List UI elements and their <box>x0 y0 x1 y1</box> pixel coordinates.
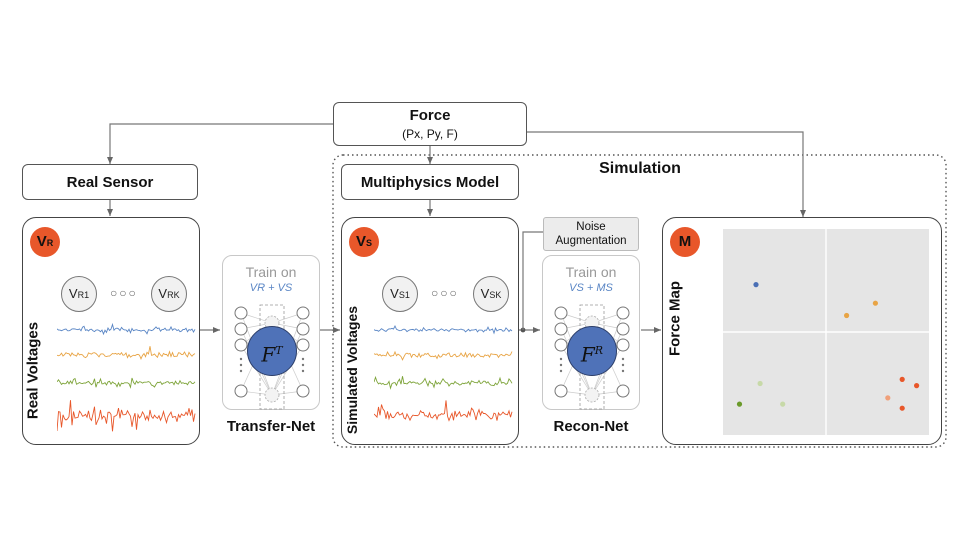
force-map-point <box>872 300 878 306</box>
recon-net-symbol: FR <box>567 326 617 376</box>
force-map-point <box>914 383 920 389</box>
real-trace-blue <box>57 322 196 336</box>
real-trace-green <box>57 377 196 389</box>
noise-augmentation-box: Noise Augmentation <box>543 217 639 251</box>
force-map-badge: M <box>670 227 700 257</box>
multiphysics-box: Multiphysics Model <box>341 164 519 200</box>
force-map-point <box>736 401 743 407</box>
force-box: Force (Px, Py, F) <box>333 102 527 146</box>
force-map-point <box>885 395 891 401</box>
sim-trace-blue <box>374 324 513 335</box>
force-map-point <box>757 380 763 387</box>
force-to-real-arrow <box>107 123 333 164</box>
force-map-point <box>753 282 759 288</box>
real-voltage-badge: VR <box>30 227 60 257</box>
sim-trace-green <box>374 375 513 390</box>
simulation-region <box>332 154 947 448</box>
sim-channel-first: VS1 <box>382 276 418 312</box>
real-sensor-box: Real Sensor <box>22 164 198 200</box>
transfer-net-caption: Transfer-Net <box>226 418 316 435</box>
simulated-voltages-label: Simulated Voltages <box>344 305 360 435</box>
real-channel-ellipsis: ○○○ <box>110 286 138 300</box>
force-map-plot <box>723 229 929 435</box>
force-map-point <box>899 405 905 411</box>
real-sensor-title: Real Sensor <box>66 174 154 191</box>
real-voltages-panel: VR Real Voltages VR1 ○○○ VRK <box>22 217 200 445</box>
real-channel-first: VR1 <box>61 276 97 312</box>
force-map-point <box>844 312 850 319</box>
noise-line1: Noise <box>576 221 606 233</box>
multiphysics-title: Multiphysics Model <box>360 174 500 191</box>
noise-line <box>522 231 545 330</box>
transfer-net-box: Train on VR + VS FT <box>222 255 320 410</box>
sim-channel-last: VSK <box>473 276 509 312</box>
force-map-panel: M Force Map <box>662 217 942 445</box>
noise-line2: Augmentation <box>555 235 627 247</box>
recon-net-box: Train on VS + MS FR <box>542 255 640 410</box>
force-subtitle: (Px, Py, F) <box>402 127 458 141</box>
sim-voltage-badge: VS <box>349 227 379 257</box>
force-to-map-arrow <box>527 131 806 217</box>
real-channel-last: VRK <box>151 276 187 312</box>
force-title: Force <box>409 107 451 124</box>
sim-channel-ellipsis: ○○○ <box>431 286 459 300</box>
sim-signal-traces <box>374 324 513 422</box>
force-map-label: Force Map <box>666 281 684 357</box>
real-voltages-label: Real Voltages <box>24 321 42 420</box>
force-map-point <box>899 376 905 382</box>
real-trace-red <box>57 400 196 432</box>
real-trace-orange <box>57 346 196 360</box>
recon-train-sub: VS + MS <box>569 282 613 294</box>
simulation-label: Simulation <box>599 160 681 177</box>
recon-train-label: Train on VS + MS <box>543 264 639 294</box>
real-signal-traces <box>57 322 196 432</box>
force-map-point <box>780 401 786 407</box>
transfer-net-symbol: FT <box>247 326 297 376</box>
simulated-voltages-panel: VS Simulated Voltages VS1 ○○○ VSK <box>341 217 519 445</box>
transfer-train-label: Train on VR + VS <box>223 264 319 294</box>
sim-trace-orange <box>374 350 513 361</box>
transfer-train-sub: VR + VS <box>249 282 293 294</box>
sim-trace-red <box>374 400 513 422</box>
recon-net-caption: Recon-Net <box>553 418 629 435</box>
